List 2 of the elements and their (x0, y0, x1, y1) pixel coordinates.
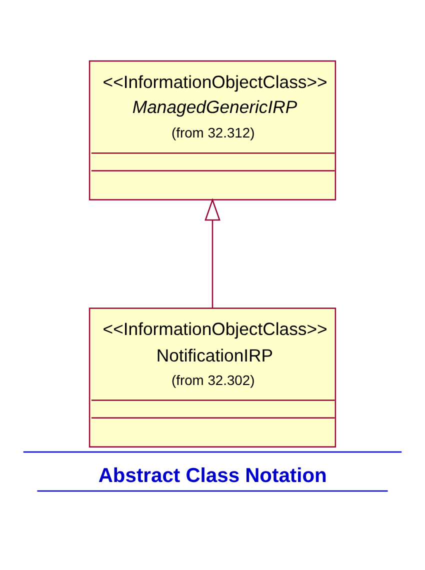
caption: Abstract Class Notation (98, 464, 327, 486)
arrow (204, 197, 220, 308)
